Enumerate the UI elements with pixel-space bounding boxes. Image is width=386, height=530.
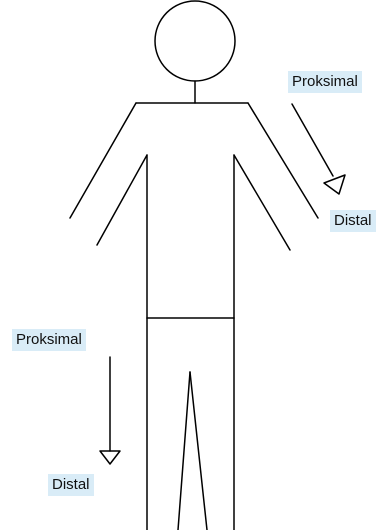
arm-direction-arrow-shaft xyxy=(292,104,333,176)
leg-direction-arrowhead xyxy=(100,451,120,464)
right-leg-inner xyxy=(190,372,207,530)
arm-distal-label: Distal xyxy=(330,210,376,232)
leg-distal-label: Distal xyxy=(48,474,94,496)
head-outline xyxy=(155,1,235,81)
leg-proximal-label: Proksimal xyxy=(12,329,86,351)
left-arm-inner xyxy=(97,155,147,245)
left-leg-inner xyxy=(178,372,190,530)
right-arm-inner xyxy=(234,155,290,250)
arm-proximal-label: Proksimal xyxy=(288,71,362,93)
right-arm-outer xyxy=(248,103,318,218)
left-arm-outer xyxy=(70,103,136,218)
arm-direction-arrowhead xyxy=(324,175,345,194)
